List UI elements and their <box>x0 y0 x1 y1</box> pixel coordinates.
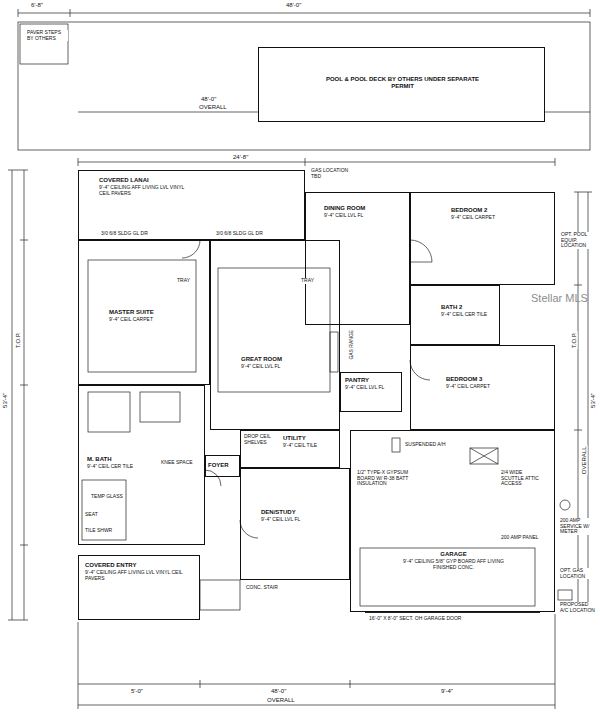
plan-note: T.O.P. <box>15 331 22 349</box>
room-name: FOYER <box>208 462 239 469</box>
room-text: COVERED LANAI9'-4" CEILING AFF LIVING LV… <box>99 177 189 196</box>
room-note: 9'-4" CEIL CARPET <box>109 316 184 322</box>
room-text: POOL & POOL DECK BY OTHERS UNDER SEPARAT… <box>319 76 486 90</box>
room-outline: GARAGE9'-4" CEILING 5/8" GYP BOARD AFF L… <box>350 430 555 612</box>
plan-note: 53'-4" <box>591 391 598 408</box>
plan-note: 3/0 6/8 SLDG GL DR <box>215 231 264 237</box>
room-name: GARAGE <box>391 551 516 558</box>
room-name: PANTRY <box>345 377 397 384</box>
plan-note: 200 AMP PANEL <box>500 535 542 541</box>
room-outline: DINING ROOM9'-4" CEIL LVL FL <box>305 192 410 325</box>
plan-note: 48'-0" <box>200 96 217 103</box>
plan-note: OPT. POOL EQUIP. LOCATION <box>560 232 596 249</box>
plan-note: TILE SHWR <box>84 528 113 534</box>
room-text: BATH 29'-4" CEIL CER TILE <box>441 304 496 317</box>
plan-note: OPT. GAS LOCATION <box>559 568 597 579</box>
plan-note: SUSPENDED A/H <box>404 442 447 448</box>
plan-note: OVERALL <box>266 697 296 704</box>
plan-note: KNEE SPACE <box>160 460 194 466</box>
room-text: BEDROOM 39'-4" CEIL CARPET <box>446 376 516 389</box>
plan-note: 48'-0" <box>285 2 302 9</box>
room-note: 9'-4" CEIL TILE <box>283 442 337 448</box>
room-note: 9'-4" CEIL LVL FL <box>324 212 394 218</box>
room-text: M. BATH9'-4" CEIL CER TILE <box>87 456 147 469</box>
plan-note: TRAY <box>300 278 315 284</box>
room-outline: BEDROOM 39'-4" CEIL CARPET <box>410 345 555 430</box>
room-name: BEDROOM 3 <box>446 376 516 383</box>
plan-note: OVERALL <box>198 104 228 111</box>
room-name: COVERED ENTRY <box>85 562 185 569</box>
room-name: GREAT ROOM <box>241 356 311 363</box>
room-outline: DEN/STUDY9'-4" CEIL LVL FL <box>240 468 350 580</box>
room-name: DINING ROOM <box>324 205 394 212</box>
room-note: 9'-4" CEILING AFF LIVING LVL VINYL CEIL … <box>99 184 189 196</box>
room-text: BEDROOM 29'-4" CEIL CARPET <box>451 207 521 220</box>
room-name: BATH 2 <box>441 304 496 311</box>
room-name: DEN/STUDY <box>261 509 331 516</box>
room-name: MASTER SUITE <box>109 309 184 316</box>
room-note: 9'-4" CEIL LVL FL <box>261 516 331 522</box>
room-text: GREAT ROOM9'-4" CEIL LVL FL <box>241 356 311 369</box>
room-text: GARAGE9'-4" CEILING 5/8" GYP BOARD AFF L… <box>391 551 516 570</box>
plan-note: CONC. STAIR <box>245 585 279 591</box>
plan-note: OVERALL <box>581 445 588 475</box>
plan-note: TRAY <box>176 278 191 284</box>
room-text: COVERED ENTRY9'-4" CEILING AFF LIVING LV… <box>85 562 185 581</box>
plan-note: 9'-4" <box>440 688 454 695</box>
room-outline: BATH 29'-4" CEIL CER TILE <box>410 285 500 345</box>
room-note: 9'-4" CEIL CER TILE <box>87 463 147 469</box>
room-name: UTILITY <box>283 435 337 442</box>
plan-note: 1/2" TYPE-X GYPSUM BOARD W/ R-38 BATT IN… <box>356 470 428 487</box>
room-name: COVERED LANAI <box>99 177 189 184</box>
room-name: POOL & POOL DECK BY OTHERS UNDER SEPARAT… <box>319 76 486 90</box>
plan-note: GAS RANGE <box>349 329 355 361</box>
room-note: 9'-4" CEIL LVL FL <box>241 363 311 369</box>
plan-note: SEAT <box>84 512 99 518</box>
room-outline: BEDROOM 29'-4" CEIL CARPET <box>410 192 555 285</box>
plan-note: 48'-0" <box>270 688 287 695</box>
plan-note: GAS LOCATION TBD <box>310 168 352 179</box>
room-outline: GREAT ROOM9'-4" CEIL LVL FL <box>210 240 340 430</box>
room-note: 9'-4" CEIL CARPET <box>446 383 516 389</box>
plan-note: TEMP GLASS <box>90 494 124 500</box>
plan-note: 53'-4" <box>3 391 10 408</box>
room-text: FOYER <box>208 462 239 469</box>
room-note: 9'-4" CEIL LVL FL <box>345 384 397 390</box>
room-note: 9'-4" CEIL CER TILE <box>441 311 496 317</box>
room-text: UTILITY9'-4" CEIL TILE <box>283 435 337 448</box>
room-outline: FOYER <box>205 455 240 477</box>
plan-note: 2/4 WIDE SCUTTLE ATTIC ACCESS <box>500 470 547 487</box>
room-text: PANTRY9'-4" CEIL LVL FL <box>345 377 397 390</box>
room-outline: MASTER SUITE9'-4" CEIL CARPET <box>78 240 210 385</box>
plan-note: 200 AMP SERVICE W/ METER <box>559 518 597 535</box>
room-outline: COVERED ENTRY9'-4" CEILING AFF LIVING LV… <box>78 555 200 620</box>
plan-note: PROPOSED A/C LOCATION <box>559 602 597 613</box>
room-text: MASTER SUITE9'-4" CEIL CARPET <box>109 309 184 322</box>
room-outline: PANTRY9'-4" CEIL LVL FL <box>340 372 402 412</box>
room-note: 9'-4" CEILING 5/8" GYP BOARD AFF LIVING … <box>391 558 516 570</box>
room-name: M. BATH <box>87 456 147 463</box>
room-note: 9'-4" CEIL CARPET <box>451 214 521 220</box>
plan-note: 16'-0" X 8'-0" SECT. OH GARAGE DOOR <box>368 616 462 622</box>
plan-note: T.O.P. <box>571 331 578 349</box>
room-text: DINING ROOM9'-4" CEIL LVL FL <box>324 205 394 218</box>
room-name: BEDROOM 2 <box>451 207 521 214</box>
room-outline: POOL & POOL DECK BY OTHERS UNDER SEPARAT… <box>258 47 545 122</box>
plan-note: 6'-8" <box>30 2 44 9</box>
room-text: DEN/STUDY9'-4" CEIL LVL FL <box>261 509 331 522</box>
plan-note: 3/0 6/8 SLDG GL DR <box>100 231 149 237</box>
plan-note: 5'-0" <box>130 688 144 695</box>
watermark: Stellar MLS <box>530 292 589 304</box>
plan-note: 24'-8" <box>232 154 249 161</box>
plan-note: PAVER STEPS BY OTHERS <box>26 30 68 41</box>
room-note: 9'-4" CEILING AFF LIVING LVL VINYL CEIL … <box>85 569 185 581</box>
room-outline: COVERED LANAI9'-4" CEILING AFF LIVING LV… <box>78 170 305 240</box>
plan-note: DROP CEIL SHELVES <box>243 434 281 445</box>
